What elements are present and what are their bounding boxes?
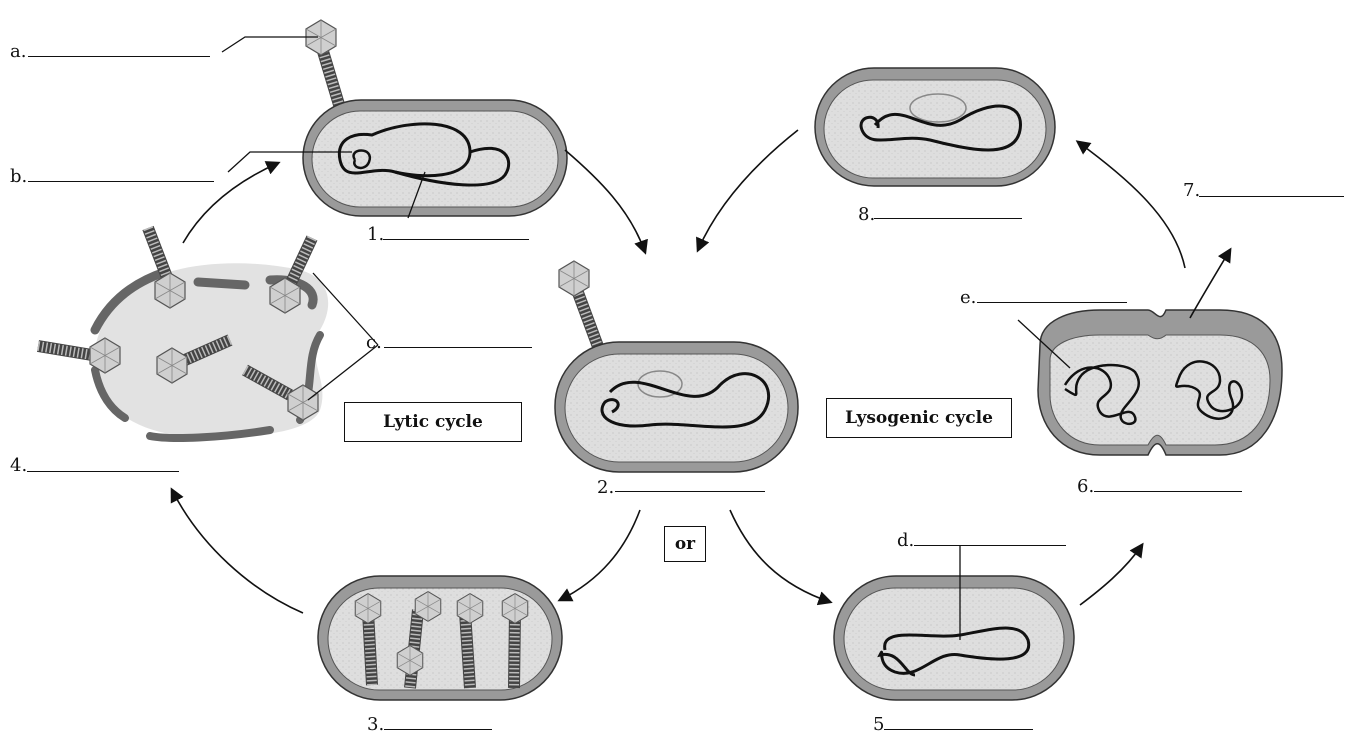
blank-c[interactable] (384, 347, 532, 348)
lytic-cycle-label: Lytic cycle (383, 412, 483, 432)
cell-4-lysed (38, 228, 328, 438)
phage-1 (306, 20, 340, 108)
label-e: e. (960, 288, 976, 308)
blank-4[interactable] (27, 471, 179, 472)
blank-6[interactable] (1094, 491, 1242, 492)
label-c: c. (366, 333, 382, 353)
blank-e[interactable] (977, 302, 1127, 303)
phage-2 (559, 261, 600, 352)
label-b: b. (10, 167, 27, 187)
blank-7[interactable] (1199, 196, 1344, 197)
lysogenic-cycle-box: Lysogenic cycle (826, 398, 1012, 438)
label-d: d. (897, 531, 914, 551)
label-a: a. (10, 42, 26, 62)
blank-b[interactable] (28, 181, 214, 182)
lytic-cycle-box: Lytic cycle (344, 402, 522, 442)
blank-d[interactable] (914, 545, 1066, 546)
label-7: 7. (1183, 181, 1200, 201)
label-1: 1. (367, 225, 384, 245)
blank-1[interactable] (383, 239, 529, 240)
label-5: 5 (873, 715, 884, 735)
blank-8[interactable] (874, 218, 1022, 219)
label-3: 3. (367, 715, 384, 735)
cell-5 (834, 576, 1074, 700)
or-label: or (675, 534, 695, 554)
lysogenic-cycle-label: Lysogenic cycle (845, 408, 993, 428)
cell-6 (1038, 310, 1282, 455)
blank-2[interactable] (615, 491, 765, 492)
label-4: 4. (10, 456, 27, 476)
or-box: or (664, 526, 706, 562)
blank-3[interactable] (384, 729, 492, 730)
cell-2 (555, 261, 798, 472)
cell-8 (815, 68, 1055, 186)
label-8: 8. (858, 205, 875, 225)
label-6: 6. (1077, 477, 1094, 497)
cell-1 (303, 20, 567, 216)
blank-5[interactable] (884, 729, 1033, 730)
label-2: 2. (597, 478, 614, 498)
cell-3 (318, 576, 562, 700)
blank-a[interactable] (28, 56, 210, 57)
